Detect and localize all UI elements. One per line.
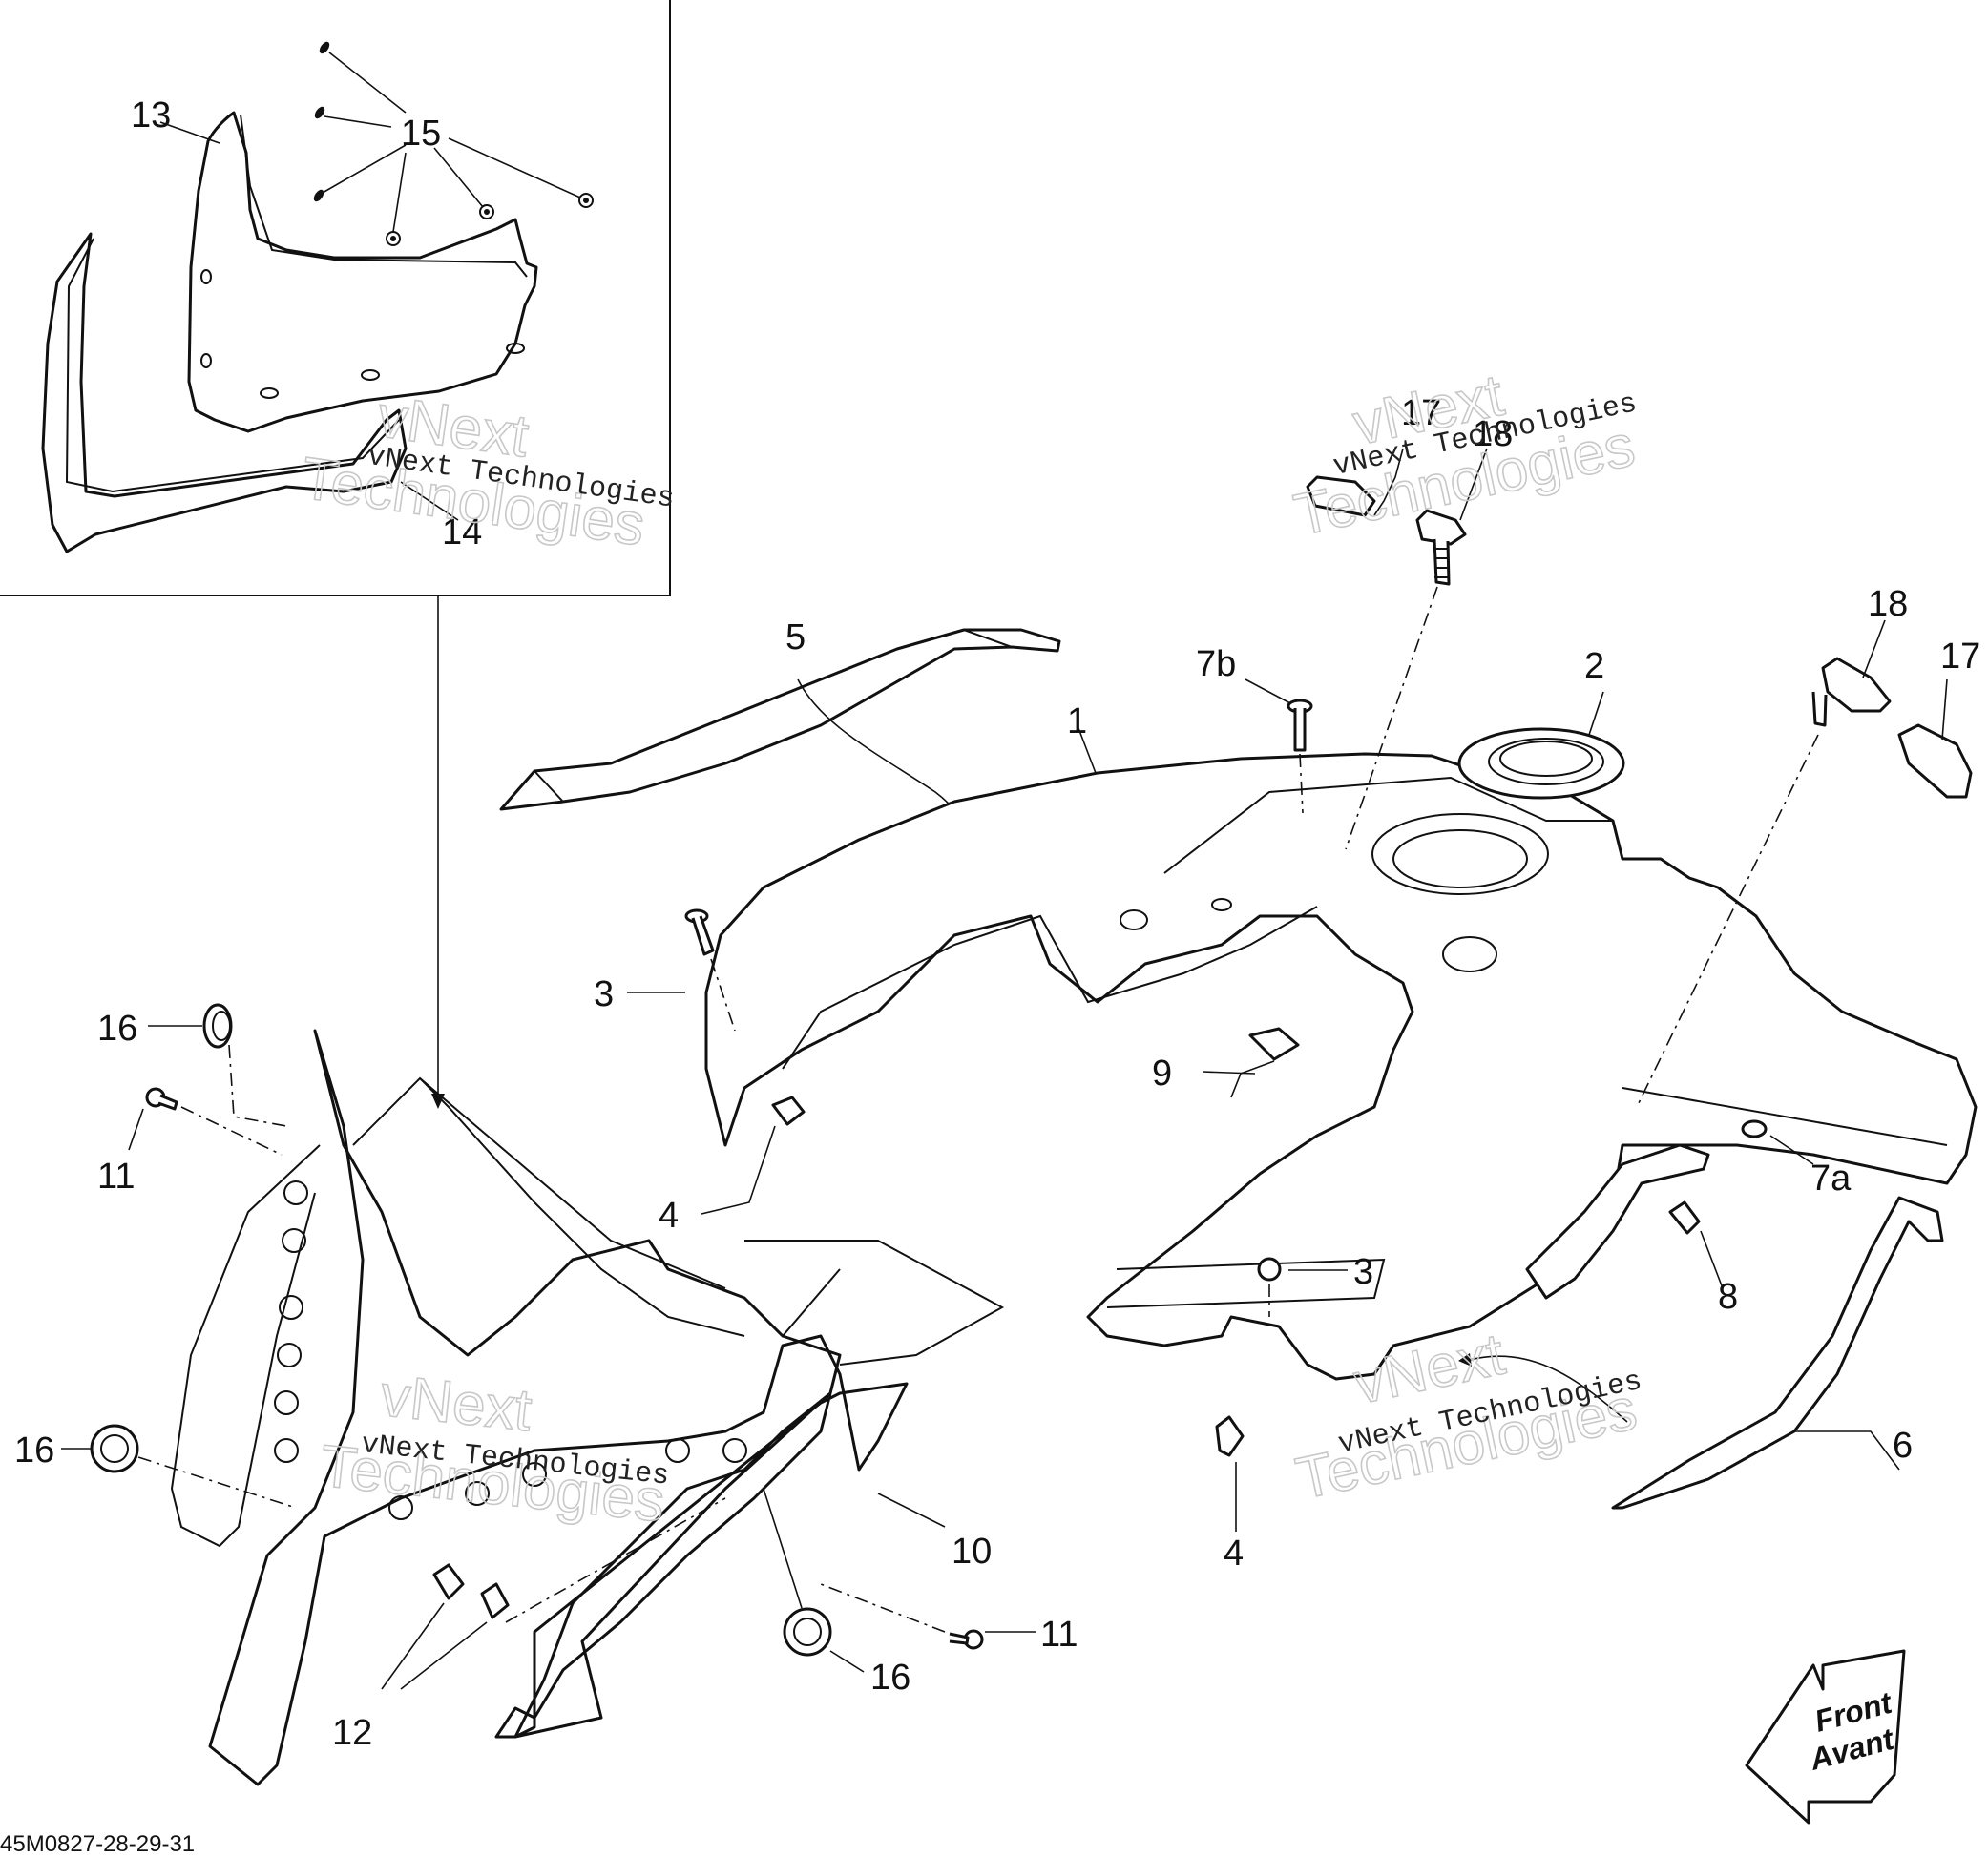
screw-7b: 7b	[1196, 644, 1313, 814]
screw-3-upper: 3	[594, 908, 736, 1032]
callout-12: 12	[332, 1713, 372, 1753]
screw-11-right: 11	[820, 1583, 1078, 1655]
callout-10: 10	[952, 1532, 992, 1572]
callout-3-lower: 3	[1353, 1252, 1373, 1292]
callout-11-left: 11	[97, 1157, 135, 1197]
callout-17-right: 17	[1940, 637, 1980, 677]
callout-4-lower: 4	[1224, 1534, 1244, 1574]
callout-14: 14	[442, 512, 482, 553]
clip-17-18-right: 18 17	[1636, 584, 1980, 1108]
callout-7a: 7a	[1810, 1159, 1852, 1199]
screw-3-lower: 3	[1257, 1252, 1373, 1317]
callout-18-top: 18	[1473, 414, 1513, 454]
side-panel-6	[1611, 1196, 1944, 1510]
callout-16-top: 16	[97, 1009, 137, 1049]
windshield-13	[187, 111, 538, 433]
trim-strip-5	[499, 628, 1061, 811]
clips-12: 12	[332, 1497, 726, 1753]
screw-11-left: 11	[97, 1087, 283, 1197]
callout-6: 6	[1893, 1426, 1913, 1466]
callout-9: 9	[1152, 1054, 1172, 1094]
drawing-code: 45M0827-28-29-31	[0, 1831, 195, 1857]
grommet-16-bottom: 16	[763, 1488, 910, 1698]
clip-17-18-top: 17 18	[1306, 393, 1513, 850]
front-direction-arrow: Front Avant	[1745, 1649, 1906, 1825]
callout-17-top: 17	[1401, 393, 1441, 433]
gauge-ring-2: 2	[1457, 646, 1625, 800]
screw-7a: 7a	[1741, 1119, 1852, 1199]
clip-4-upper: 4	[659, 1096, 806, 1236]
callout-15: 15	[401, 114, 441, 154]
grommet-16-top: 16	[97, 1003, 287, 1127]
callout-8: 8	[1718, 1277, 1738, 1317]
callout-16-left: 16	[14, 1430, 54, 1471]
clip-8: 8	[1668, 1200, 1738, 1317]
callout-2: 2	[1584, 646, 1604, 686]
grommet-16-left: 16	[14, 1424, 297, 1509]
callout-11-right: 11	[1040, 1615, 1078, 1655]
callout-16-bottom: 16	[870, 1658, 910, 1698]
lower-panel-10	[208, 1029, 909, 1786]
callout-7b: 7b	[1196, 644, 1236, 684]
callout-1: 1	[1067, 701, 1087, 741]
callout-5: 5	[785, 617, 806, 658]
main-panel-1	[704, 752, 1978, 1381]
callout-13: 13	[131, 95, 171, 136]
inset-windshield-detail: 13 15 14	[0, 0, 671, 596]
callout-3-upper: 3	[594, 974, 614, 1014]
clip-9: 9	[1152, 1027, 1300, 1098]
callout-18-right: 18	[1868, 584, 1908, 624]
callout-4-upper: 4	[659, 1196, 679, 1236]
deflector-14	[41, 232, 408, 553]
clip-4-lower: 4	[1215, 1415, 1245, 1574]
